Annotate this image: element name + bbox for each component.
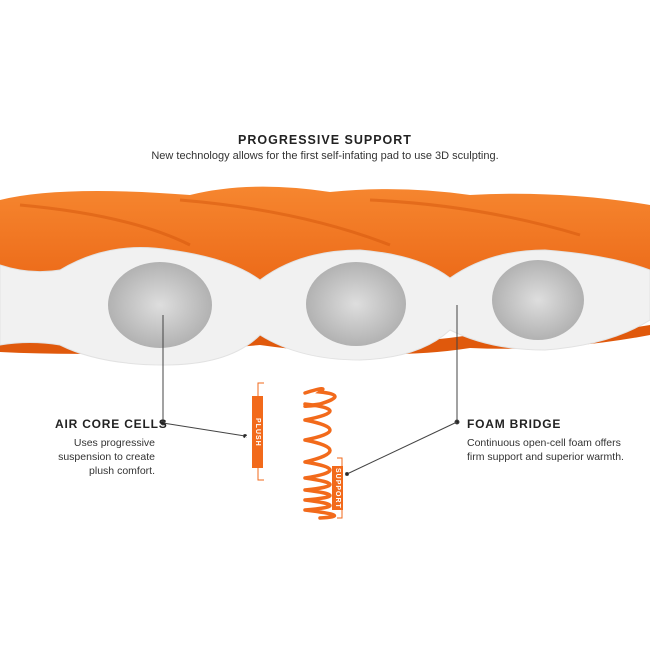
leader-lines: [160, 305, 460, 476]
air-core-cell: [108, 262, 212, 348]
air-core-cell: [306, 262, 406, 346]
air-core-cell: [492, 260, 584, 340]
spring-icon: [303, 387, 337, 520]
foam-bridge-description: Continuous open-cell foam offers firm su…: [467, 437, 624, 463]
foam-bridge-heading: FOAM BRIDGE: [467, 417, 562, 431]
air-core-cells-heading: AIR CORE CELLS: [55, 417, 168, 431]
air-core-cells-description: Uses progressive suspension to create pl…: [58, 437, 155, 477]
page-title: PROGRESSIVE SUPPORT: [238, 133, 412, 147]
page-subtitle: New technology allows for the first self…: [151, 150, 499, 162]
support-tag: SUPPORT: [332, 466, 343, 510]
plush-comfort-tag: PLUSH COMFORT: [243, 396, 263, 468]
